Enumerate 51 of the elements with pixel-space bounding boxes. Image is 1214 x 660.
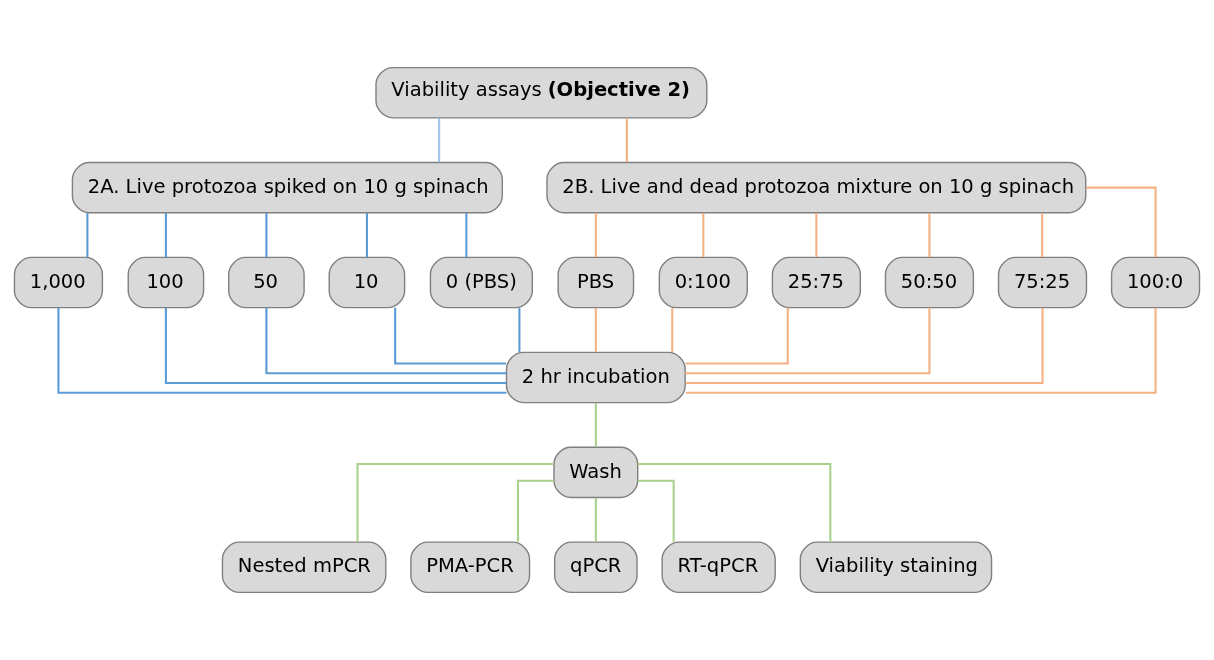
connector bbox=[928, 213, 931, 258]
connector bbox=[518, 307, 521, 352]
connector bbox=[1086, 186, 1157, 258]
connector bbox=[57, 308, 507, 394]
connector bbox=[637, 462, 832, 542]
node-box: Wash bbox=[553, 446, 639, 499]
node-box: 1,000 bbox=[13, 256, 104, 309]
connector bbox=[394, 307, 507, 365]
connector bbox=[625, 118, 628, 163]
node-box: 100 bbox=[127, 256, 205, 309]
connector bbox=[594, 213, 597, 258]
connector bbox=[465, 213, 468, 258]
connector bbox=[265, 307, 507, 375]
connector bbox=[594, 307, 597, 352]
connector bbox=[516, 479, 554, 542]
node-box: 50:50 bbox=[884, 256, 975, 309]
node-box: 0 (PBS) bbox=[429, 256, 534, 309]
node-box: 2 hr incubation bbox=[505, 351, 686, 404]
connector bbox=[594, 402, 597, 447]
connector bbox=[164, 307, 507, 385]
connector bbox=[671, 307, 674, 352]
node-box: 10 bbox=[328, 256, 406, 309]
node-box: 25:75 bbox=[771, 256, 862, 309]
connector bbox=[438, 118, 441, 163]
connector bbox=[637, 479, 675, 542]
connector bbox=[164, 213, 167, 258]
connector bbox=[685, 307, 789, 365]
connector bbox=[356, 462, 554, 542]
node-box: 75:25 bbox=[997, 256, 1088, 309]
connector bbox=[685, 308, 1157, 394]
node-box: 100:0 bbox=[1110, 256, 1201, 309]
node-box: Nested mPCR bbox=[221, 541, 387, 594]
node-box: RT-qPCR bbox=[661, 541, 776, 594]
node-box: qPCR bbox=[553, 541, 638, 594]
node-box: Viability assays (Objective 2) bbox=[375, 66, 708, 119]
node-box: PBS bbox=[557, 256, 635, 309]
connector bbox=[365, 213, 368, 258]
connector bbox=[86, 213, 89, 258]
node-box: 0:100 bbox=[658, 256, 748, 309]
connector bbox=[1041, 213, 1044, 258]
connector bbox=[685, 307, 1044, 385]
connector bbox=[594, 497, 597, 542]
node-box: 50 bbox=[228, 256, 305, 309]
connector bbox=[702, 213, 705, 258]
connector bbox=[815, 213, 818, 258]
connector bbox=[265, 213, 268, 258]
node-box: 2A. Live protozoa spiked on 10 g spinach bbox=[71, 161, 503, 214]
connector bbox=[685, 307, 931, 375]
node-box: Viability staining bbox=[799, 541, 993, 594]
node-box: 2B. Live and dead protozoa mixture on 10 g spinach bbox=[546, 161, 1087, 214]
node-box: PMA-PCR bbox=[410, 541, 531, 594]
